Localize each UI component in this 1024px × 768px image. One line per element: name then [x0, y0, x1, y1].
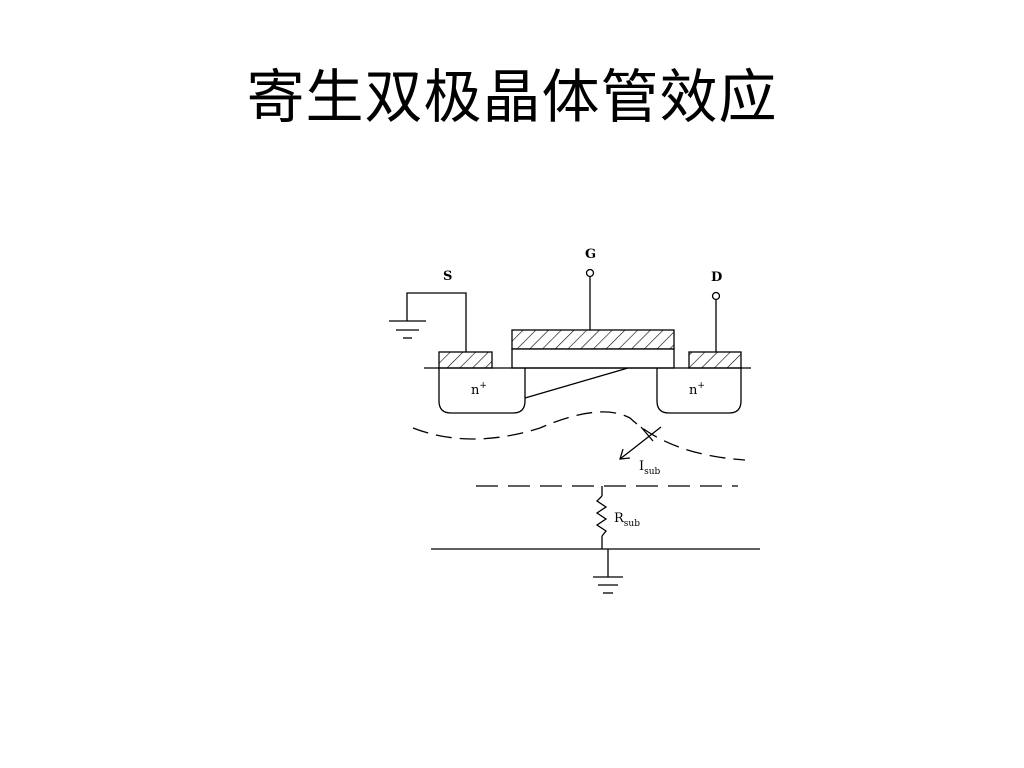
drain-terminal	[711, 291, 721, 352]
substrate-ground-icon	[593, 549, 623, 594]
source-diffusion	[438, 368, 526, 414]
slide-title: 寄生双极晶体管效应	[246, 63, 778, 131]
gate-oxide	[511, 348, 675, 369]
gate-terminal	[585, 268, 595, 330]
source-contact	[438, 351, 493, 369]
isub-label: Isub	[639, 459, 661, 477]
source-label: S	[443, 269, 452, 284]
substrate-current-arrow	[619, 426, 662, 460]
source-ground-wiring	[389, 292, 467, 352]
substrate-resistor	[595, 486, 608, 549]
depletion-boundary	[412, 411, 746, 461]
gate-poly	[511, 329, 675, 350]
drain-contact	[688, 351, 742, 369]
drain-label: D	[711, 270, 722, 285]
drain-diffusion-label: n+	[689, 381, 705, 398]
channel-pinch-line	[524, 367, 629, 399]
rsub-label: Rsub	[614, 511, 640, 529]
drain-diffusion	[656, 368, 742, 414]
source-diffusion-label: n+	[471, 381, 487, 398]
gate-label: G	[585, 247, 596, 262]
